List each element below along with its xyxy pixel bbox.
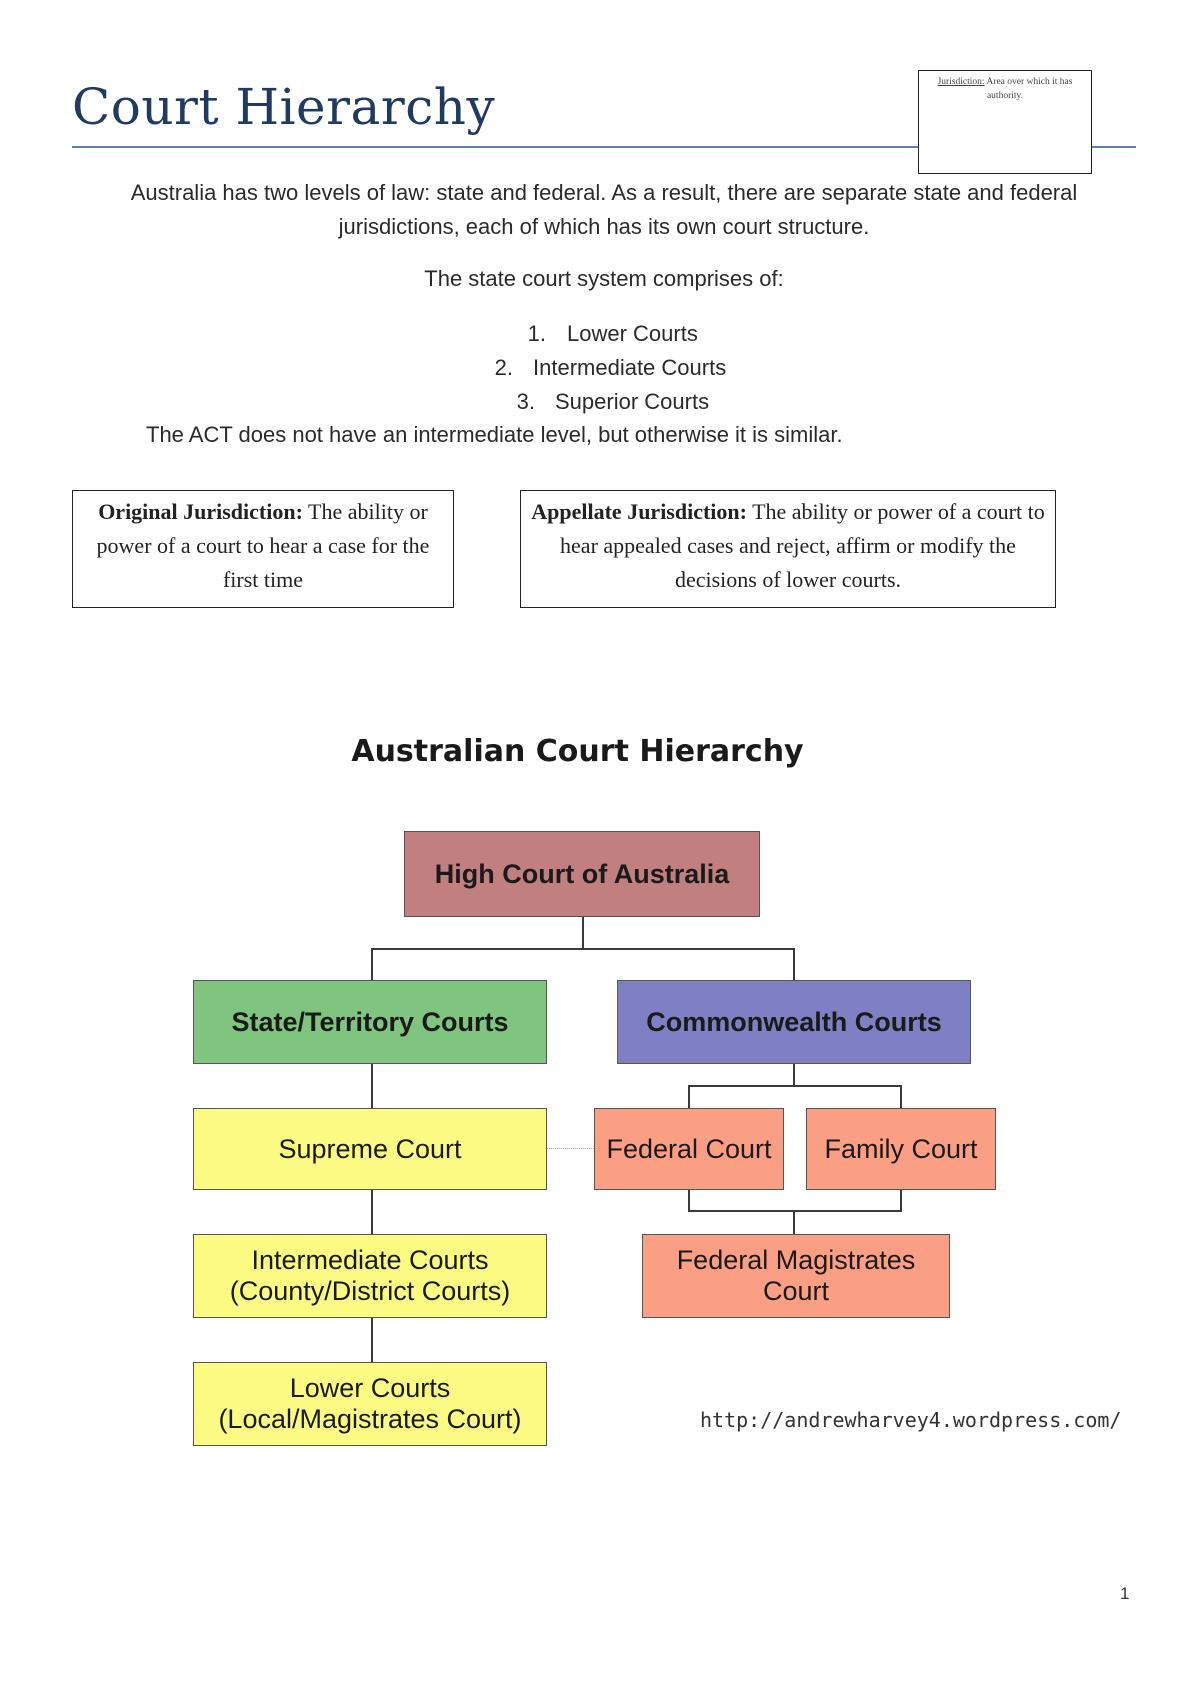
list-label: Lower Courts <box>567 321 698 346</box>
connector-federal-top <box>688 1085 902 1087</box>
connector-family-bottom <box>900 1189 902 1211</box>
connector-state-supreme <box>371 1064 373 1108</box>
intermediate-courts-node: Intermediate Courts (County/District Cou… <box>193 1234 547 1318</box>
source-url: http://andrewharvey4.wordpress.com/ <box>700 1408 1122 1432</box>
supreme-court-node: Supreme Court <box>193 1108 547 1190</box>
family-court-label: Family Court <box>824 1133 978 1164</box>
title-rule <box>72 146 1136 148</box>
original-text: The ability or power of a court to hear … <box>96 499 430 592</box>
supreme-court-label: Supreme Court <box>278 1133 462 1164</box>
state-courts-list: 1. Lower Courts 2. Intermediate Courts 3… <box>0 317 1200 419</box>
connector-to-magistrates <box>793 1210 795 1234</box>
high-court-node: High Court of Australia <box>404 831 760 917</box>
connector-supreme-federal-dotted <box>546 1148 594 1149</box>
list-label: Superior Courts <box>555 389 710 414</box>
list-item: 1. Lower Courts <box>0 317 1200 351</box>
original-jurisdiction-box: Original Jurisdiction: The ability or po… <box>72 490 454 608</box>
list-item: 3. Superior Courts <box>0 385 1200 419</box>
state-system-intro: The state court system comprises of: <box>424 266 784 291</box>
lower-courts-node: Lower Courts (Local/Magistrates Court) <box>193 1362 547 1446</box>
federal-magistrates-node: Federal Magistrates Court <box>642 1234 950 1318</box>
original-term: Original Jurisdiction: <box>98 499 303 524</box>
connector-federal-bottom <box>688 1189 690 1211</box>
jurisdiction-note-box: Jurisdiction: Area over which it has aut… <box>918 70 1092 174</box>
intro-paragraph: Australia has two levels of law: state a… <box>130 180 1078 239</box>
page-title: Court Hierarchy <box>72 78 496 136</box>
commonwealth-label: Commonwealth Courts <box>646 1006 942 1037</box>
high-court-label: High Court of Australia <box>434 858 730 889</box>
intermediate-label-line2: (County/District Courts) <box>229 1276 511 1306</box>
connector-intermediate-lower <box>371 1318 373 1362</box>
appellate-jurisdiction-box: Appellate Jurisdiction: The ability or p… <box>520 490 1056 608</box>
state-territory-node: State/Territory Courts <box>193 980 547 1064</box>
lower-label-line2: (Local/Magistrates Court) <box>218 1404 522 1434</box>
list-number: 3. <box>516 389 535 414</box>
appellate-term: Appellate Jurisdiction: <box>531 499 747 524</box>
lower-label-line1: Lower Courts <box>289 1373 451 1403</box>
list-number: 2. <box>494 355 513 380</box>
intermediate-label-line1: Intermediate Courts <box>251 1245 489 1275</box>
connector-federal-joint <box>688 1210 902 1212</box>
list-item: 2. Intermediate Courts <box>0 351 1200 385</box>
federal-court-label: Federal Court <box>606 1133 772 1164</box>
magistrates-label-line1: Federal Magistrates <box>676 1245 916 1275</box>
connector-high-down <box>582 917 584 949</box>
connector-top-horizontal <box>371 948 795 950</box>
connector-to-federal <box>688 1085 690 1109</box>
list-number: 1. <box>527 321 546 346</box>
family-court-node: Family Court <box>806 1108 996 1190</box>
diagram-title: Australian Court Hierarchy <box>351 734 804 769</box>
state-territory-label: State/Territory Courts <box>231 1006 509 1037</box>
note-term: Jurisdiction: <box>937 77 985 87</box>
note-definition: Area over which it has authority. <box>986 77 1073 101</box>
connector-to-state <box>371 948 373 980</box>
magistrates-label-line2: Court <box>762 1276 830 1306</box>
appellate-text: The ability or power of a court to hear … <box>560 499 1045 592</box>
connector-to-commonwealth <box>793 948 795 980</box>
list-label: Intermediate Courts <box>533 355 727 380</box>
federal-court-node: Federal Court <box>594 1108 784 1190</box>
page-number: 1 <box>1120 1584 1130 1603</box>
connector-commonwealth-down <box>793 1064 795 1086</box>
connector-supreme-intermediate <box>371 1190 373 1234</box>
commonwealth-node: Commonwealth Courts <box>617 980 971 1064</box>
act-note: The ACT does not have an intermediate le… <box>146 422 843 447</box>
connector-to-family <box>900 1085 902 1109</box>
